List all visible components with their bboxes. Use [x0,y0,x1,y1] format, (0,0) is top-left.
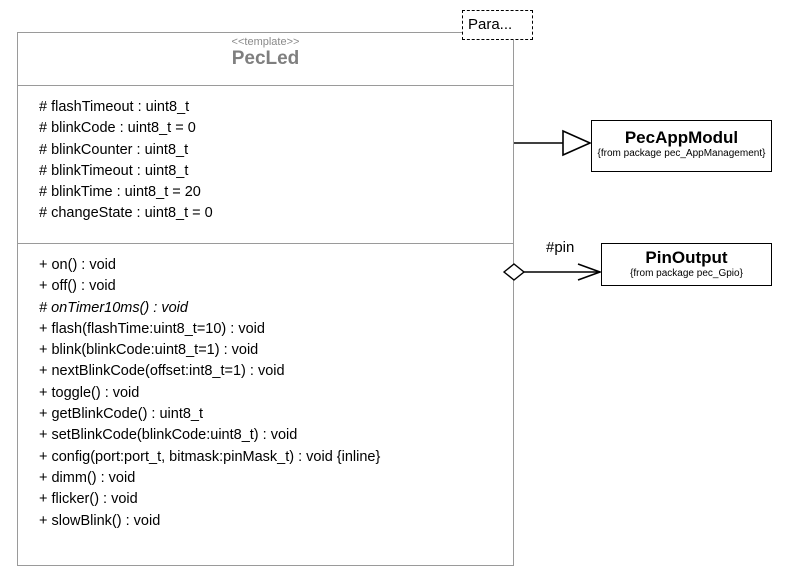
operations-compartment: + on() : void + off() : void # onTimer10… [18,244,513,565]
operation-row: + blink(blinkCode:uint8_t=1) : void [39,342,259,359]
class-box-pinoutput[interactable]: PinOutput {from package pec_Gpio} [601,243,772,286]
attribute-row: # blinkCode : uint8_t = 0 [39,120,196,137]
association-role-label-pin: #pin [546,239,575,256]
aggregation-open-arrowhead [577,263,603,281]
operation-row: + flicker() : void [39,491,138,508]
class-package-pecappmodul: {from package pec_AppManagement} [597,148,766,159]
operation-row: + slowBlink() : void [39,512,161,529]
class-package-pinoutput: {from package pec_Gpio} [630,268,743,279]
operation-row: + flash(flashTime:uint8_t=10) : void [39,320,265,337]
attribute-row: # blinkTimeout : uint8_t [39,162,189,179]
attribute-row: # changeState : uint8_t = 0 [39,205,213,222]
class-box-pecappmodul[interactable]: PecAppModul {from package pec_AppManagem… [591,120,772,172]
template-parameter-box[interactable]: Para... [462,10,533,40]
operation-row: + config(port:port_t, bitmask:pinMask_t)… [39,448,381,465]
operation-row: + getBlinkCode() : uint8_t [39,406,204,423]
class-name-pecled: PecLed [231,48,300,69]
attribute-row: # flashTimeout : uint8_t [39,99,190,115]
operation-row: + dimm() : void [39,469,136,486]
operation-row: + off() : void [39,278,116,295]
class-name-pecappmodul: PecAppModul [624,128,739,147]
operation-row: + nextBlinkCode(offset:int8_t=1) : void [39,363,285,380]
class-stereotype: <<template>> [231,36,300,48]
operation-row: + setBlinkCode(blinkCode:uint8_t) : void [39,427,298,444]
attributes-compartment: # flashTimeout : uint8_t # blinkCode : u… [18,86,513,244]
generalization-hollow-triangle-arrowhead [562,129,592,157]
generalization-connector-pecappmodul [514,129,592,157]
class-header-pecled: <<template>> PecLed [18,33,513,86]
class-box-pecled[interactable]: <<template>> PecLed # flashTimeout : uin… [17,32,514,566]
operation-row: + toggle() : void [39,384,140,401]
operation-row: + on() : void [39,257,116,273]
attribute-row: # blinkCounter : uint8_t [39,141,189,158]
aggregation-connector-pinoutput [502,263,603,281]
operation-row-abstract: # onTimer10ms() : void [39,299,188,316]
attribute-row: # blinkTime : uint8_t = 20 [39,184,201,201]
class-name-pinoutput: PinOutput [645,248,728,267]
